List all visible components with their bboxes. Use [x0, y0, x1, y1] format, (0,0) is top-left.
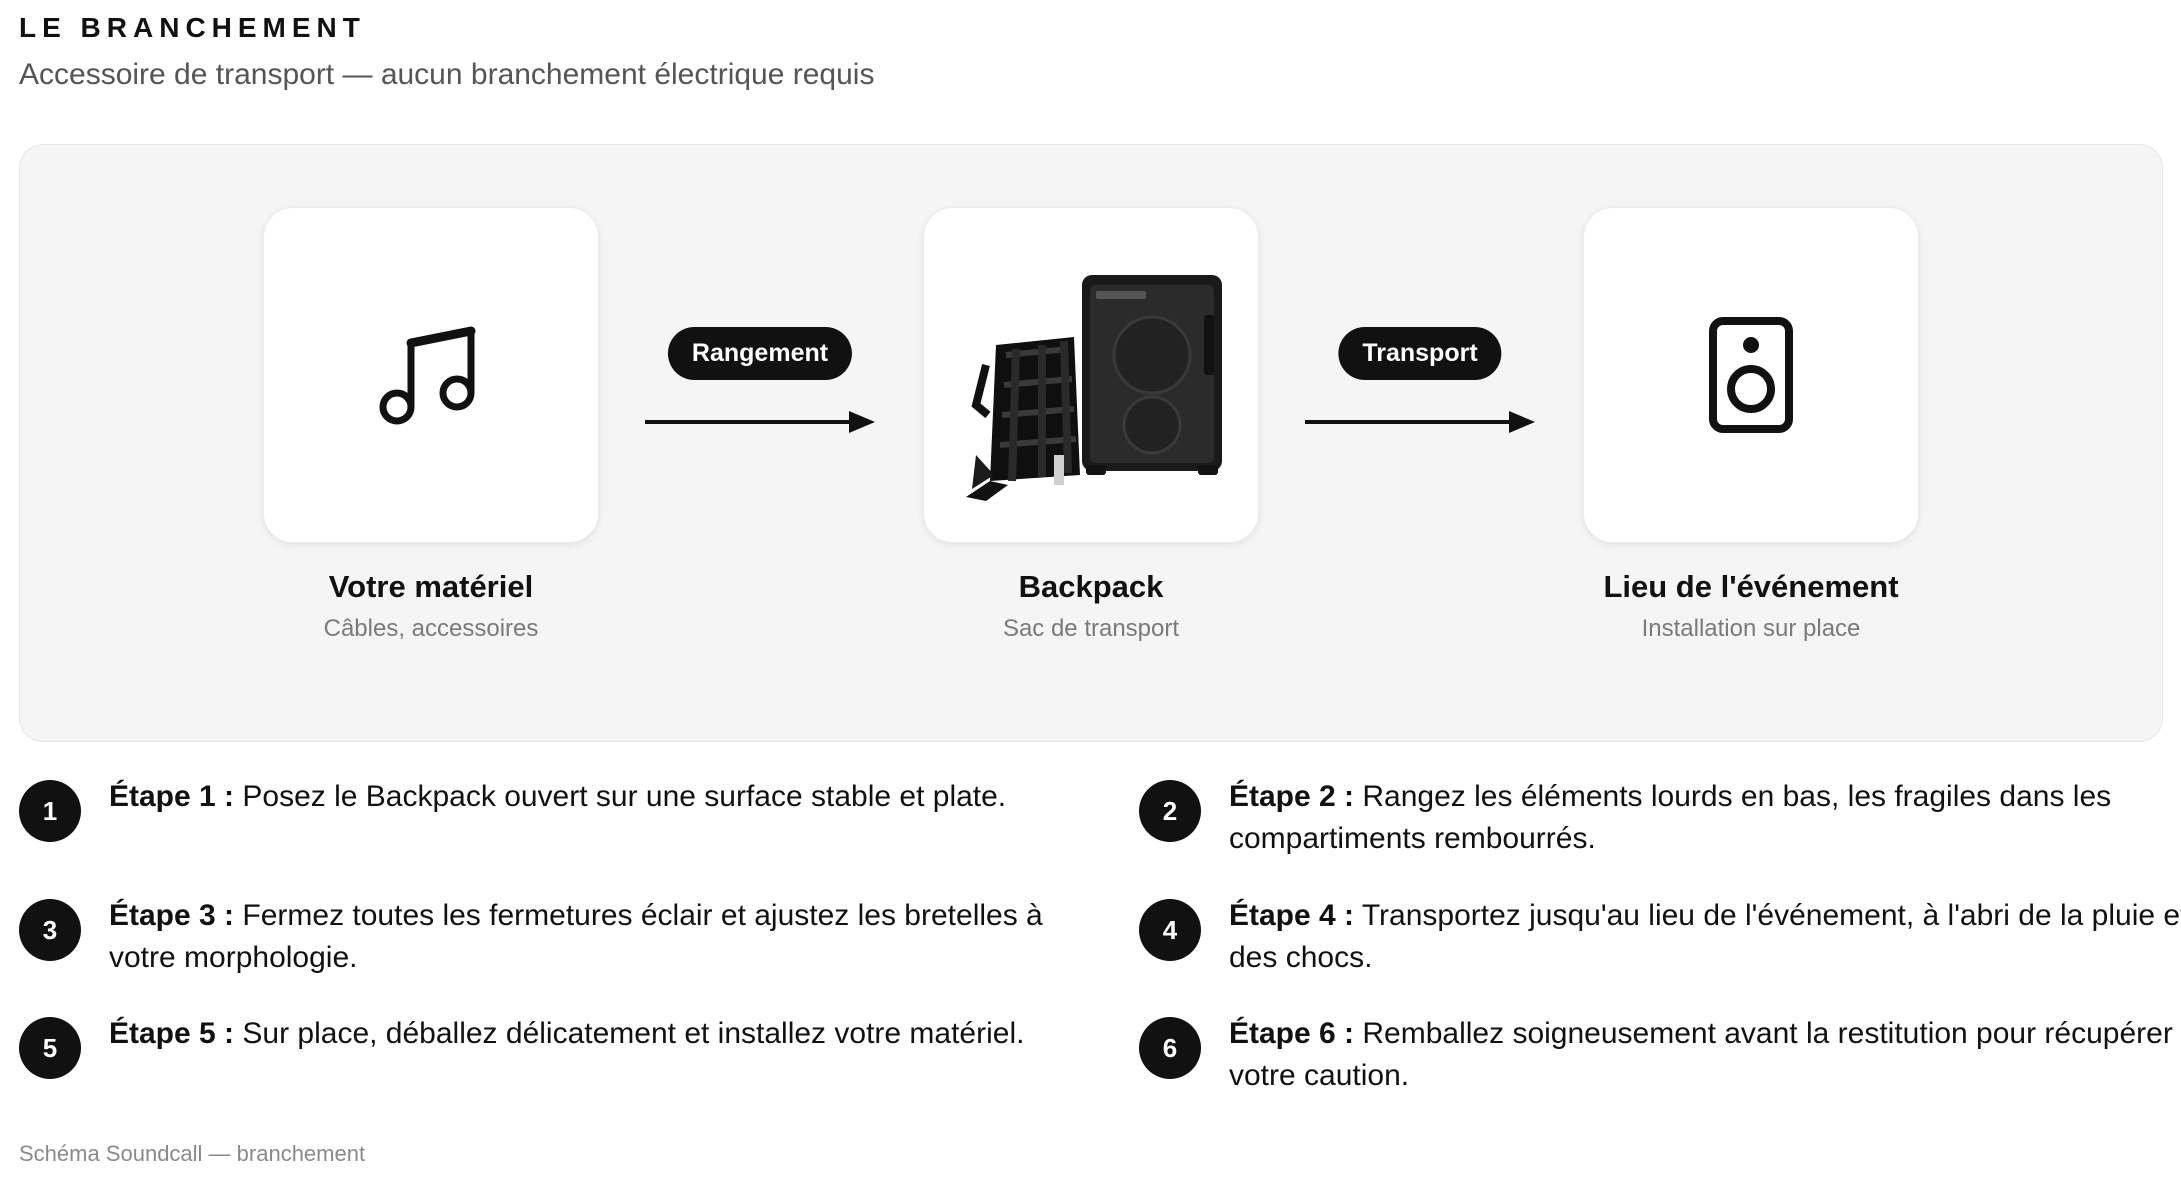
step-label: Étape 6 :	[1229, 1017, 1355, 1050]
connector-label: Rangement	[667, 327, 853, 380]
backpack-speaker-photo	[966, 275, 1222, 501]
step-number-badge: 2	[1139, 780, 1201, 842]
connector-label: Transport	[1338, 327, 1502, 380]
music-note-icon	[379, 326, 476, 425]
step-label: Étape 5 :	[109, 1017, 235, 1050]
connector-transport: Transport	[1305, 327, 1535, 447]
step-number-badge: 4	[1139, 899, 1201, 961]
step-label: Étape 3 :	[109, 899, 235, 932]
step-text: Étape 1 : Posez le Backpack ouvert sur u…	[109, 776, 1006, 818]
node-card-venue	[1583, 207, 1919, 543]
step-description: Fermez toutes les fermetures éclair et a…	[109, 899, 1043, 974]
step-description: Sur place, déballez délicatement et inst…	[242, 1017, 1025, 1050]
step-text: Étape 2 : Rangez les éléments lourds en …	[1229, 776, 2181, 860]
step-number-badge: 1	[19, 780, 81, 842]
step-label: Étape 1 :	[109, 780, 235, 813]
step-text: Étape 5 : Sur place, déballez délicateme…	[109, 1013, 1024, 1055]
step-number-badge: 6	[1139, 1017, 1201, 1079]
speaker-icon	[1709, 317, 1793, 433]
node-title: Votre matériel	[328, 569, 534, 604]
step-label: Étape 2 :	[1229, 780, 1355, 813]
step-number-badge: 5	[19, 1017, 81, 1079]
step-text: Étape 4 : Transportez jusqu'au lieu de l…	[1229, 895, 2181, 979]
step-description: Remballez soigneusement avant la restitu…	[1229, 1017, 2173, 1092]
step-item: 1 Étape 1 : Posez le Backpack ouvert sur…	[19, 776, 1079, 842]
step-text: Étape 6 : Remballez soigneusement avant …	[1229, 1013, 2181, 1097]
step-item: 5 Étape 5 : Sur place, déballez délicate…	[19, 1013, 1079, 1079]
step-description: Rangez les éléments lourds en bas, les f…	[1229, 780, 2112, 855]
node-card-equipment	[263, 207, 599, 543]
node-backpack: Backpack Sac de transport	[923, 207, 1263, 643]
node-caption: Installation sur place	[1641, 615, 1861, 642]
node-your-equipment: Votre matériel Câbles, accessoires	[263, 207, 603, 643]
node-title: Lieu de l'événement	[1603, 569, 1899, 604]
step-item: 2 Étape 2 : Rangez les éléments lourds e…	[1139, 776, 2181, 860]
step-description: Transportez jusqu'au lieu de l'événement…	[1229, 899, 2181, 974]
diagram-panel: Votre matériel Câbles, accessoires Range…	[19, 144, 2163, 742]
arrow-right-icon	[1305, 411, 1535, 433]
footer-note: Schéma Soundcall — branchement	[19, 1141, 366, 1166]
step-item: 6 Étape 6 : Remballez soigneusement avan…	[1139, 1013, 2181, 1097]
step-item: 3 Étape 3 : Fermez toutes les fermetures…	[19, 895, 1079, 979]
step-item: 4 Étape 4 : Transportez jusqu'au lieu de…	[1139, 895, 2181, 979]
node-event-venue: Lieu de l'événement Installation sur pla…	[1583, 207, 1923, 643]
arrow-right-icon	[645, 411, 875, 433]
step-description: Posez le Backpack ouvert sur une surface…	[242, 780, 1007, 813]
node-title: Backpack	[1018, 569, 1164, 604]
node-card-backpack	[923, 207, 1259, 543]
page-subtitle: Accessoire de transport — aucun branchem…	[19, 58, 875, 91]
node-caption: Câbles, accessoires	[323, 615, 539, 642]
page-title: LE BRANCHEMENT	[19, 12, 366, 43]
connector-rangement: Rangement	[645, 327, 875, 447]
step-number-badge: 3	[19, 899, 81, 961]
step-label: Étape 4 :	[1229, 899, 1355, 932]
node-caption: Sac de transport	[1002, 615, 1180, 642]
step-text: Étape 3 : Fermez toutes les fermetures é…	[109, 895, 1079, 979]
